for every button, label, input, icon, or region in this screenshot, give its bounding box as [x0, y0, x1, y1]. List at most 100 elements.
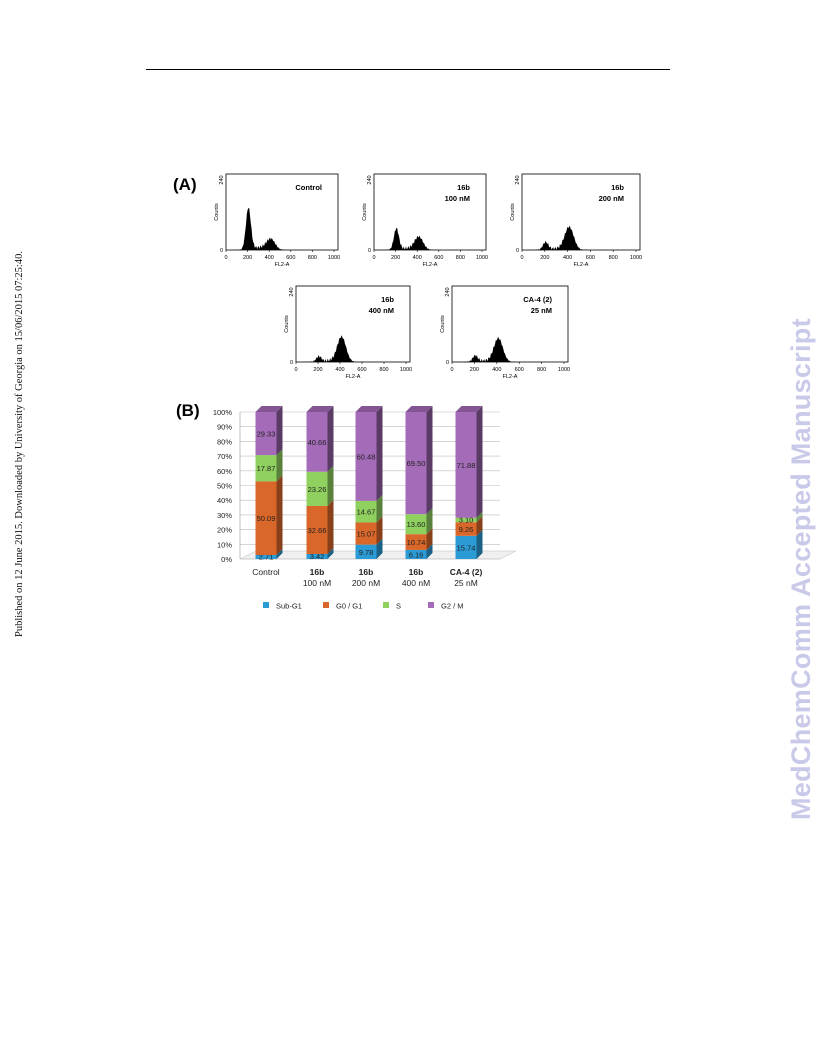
bar-top-face — [405, 406, 433, 412]
data-label: 15.07 — [357, 530, 376, 539]
header-rule — [146, 69, 670, 70]
bar-segment-side — [276, 549, 283, 559]
x-tick-label: 200 — [243, 255, 252, 261]
x-tick-label: 800 — [379, 367, 388, 373]
y-tick-label: 0 — [516, 248, 519, 254]
x-tick-label: 400 — [563, 255, 572, 261]
bar-segment-side — [476, 529, 483, 559]
bar-stack-3: 9.78 15.07 14.67 60.48 — [355, 406, 383, 559]
legend-entry: Sub-G1 — [276, 602, 302, 611]
y-tick-label: 10% — [217, 540, 232, 549]
bar-segment-side — [376, 516, 383, 545]
y-tick-label: 0 — [220, 248, 223, 254]
x-tick-label: 200 — [540, 255, 549, 261]
y-tick-label: 240 — [219, 175, 225, 184]
y-tick-label: 80% — [217, 437, 232, 446]
y-tick-label: 70% — [217, 452, 232, 461]
bar-segment-side — [426, 406, 433, 515]
bar-segment-g2-m — [355, 412, 377, 501]
x-tick-label: 600 — [286, 255, 295, 261]
y-axis-label: Counts — [214, 203, 220, 221]
x-tick-label: 1000 — [630, 255, 642, 261]
x-axis-label: FL2-A — [423, 262, 438, 268]
category-concentration: 200 nM — [352, 578, 380, 588]
y-tick-label: 90% — [217, 423, 232, 432]
bar-segment-sub-g1 — [306, 553, 328, 559]
y-axis-label: Counts — [362, 203, 368, 221]
data-label: 3.10 — [459, 515, 474, 524]
histogram-distribution — [226, 207, 338, 250]
y-tick-label: 0 — [446, 360, 449, 366]
bar-segment-side — [376, 406, 383, 501]
bar-segment-g0-g1 — [355, 522, 377, 545]
x-tick-label: 400 — [492, 367, 501, 373]
bar-segment-g2-m — [306, 412, 328, 472]
x-axis-label: FL2-A — [346, 374, 361, 380]
y-tick-label: 20% — [217, 526, 232, 535]
sample-label: CA-4 (2) — [523, 295, 552, 304]
sample-label: 16b — [381, 295, 394, 304]
x-tick-label: 400 — [413, 255, 422, 261]
bar-segment-sub-g1 — [355, 544, 377, 559]
x-tick-label: 800 — [308, 255, 317, 261]
y-tick-label: 240 — [515, 175, 521, 184]
panel-a-label: (A) — [173, 175, 197, 194]
bar-top-face — [455, 406, 483, 413]
y-tick-label: 0 — [290, 360, 293, 366]
bar-segment-side — [476, 406, 483, 518]
data-label: 23.26 — [308, 485, 327, 494]
bar-segment-side — [276, 406, 283, 456]
data-label: 9.78 — [359, 548, 374, 557]
x-tick-label: 200 — [470, 367, 479, 373]
data-label: 71.88 — [457, 461, 476, 470]
bar-segment-side — [327, 465, 334, 506]
bar-segment-s — [405, 514, 427, 535]
category-concentration: 400 nM — [402, 578, 430, 588]
y-axis-label: Counts — [510, 203, 516, 221]
x-tick-label: 200 — [391, 255, 400, 261]
y-tick-label: 100% — [213, 408, 233, 417]
bar-segment-g2-m — [255, 412, 277, 456]
bar-segment-s — [306, 471, 328, 506]
data-label: 69.50 — [407, 459, 426, 468]
data-label: 60.48 — [357, 452, 376, 461]
x-tick-label: 1000 — [400, 367, 412, 373]
x-tick-label: 0 — [450, 367, 453, 373]
bar-segment-side — [476, 516, 483, 536]
x-tick-label: 600 — [434, 255, 443, 261]
histogram-distribution — [374, 227, 486, 250]
x-axis-label: FL2-A — [503, 374, 518, 380]
bar-segment-side — [327, 499, 334, 554]
data-label: 14.67 — [357, 508, 376, 517]
bar-segment-side — [276, 475, 283, 556]
bar-segment-g2-m — [455, 412, 477, 518]
data-label: 6.16 — [409, 550, 424, 559]
x-tick-label: 1000 — [328, 255, 340, 261]
data-label: 2.71 — [259, 553, 274, 562]
x-tick-label: 400 — [265, 255, 274, 261]
bar-segment-side — [426, 508, 433, 535]
panel-b-label: (B) — [176, 401, 200, 420]
bar-segment-g0-g1 — [405, 534, 427, 550]
y-axis-label: Counts — [284, 315, 290, 333]
bar-segment-s — [455, 517, 477, 523]
y-tick-label: 30% — [217, 511, 232, 520]
x-tick-label: 600 — [357, 367, 366, 373]
x-tick-label: 0 — [520, 255, 523, 261]
sample-concentration: 100 nM — [445, 194, 470, 203]
bar-segment-sub-g1 — [405, 549, 427, 559]
bar-segment-g0-g1 — [455, 522, 477, 536]
sample-concentration: 400 nM — [369, 306, 394, 315]
data-label: 13.60 — [407, 520, 426, 529]
bar-top-face — [306, 406, 334, 412]
sample-concentration: 200 nM — [599, 194, 624, 203]
sample-label: Control — [295, 183, 322, 192]
legend-swatch — [263, 602, 269, 608]
legend-entry: S — [396, 602, 401, 611]
bar-top-face — [255, 406, 283, 412]
